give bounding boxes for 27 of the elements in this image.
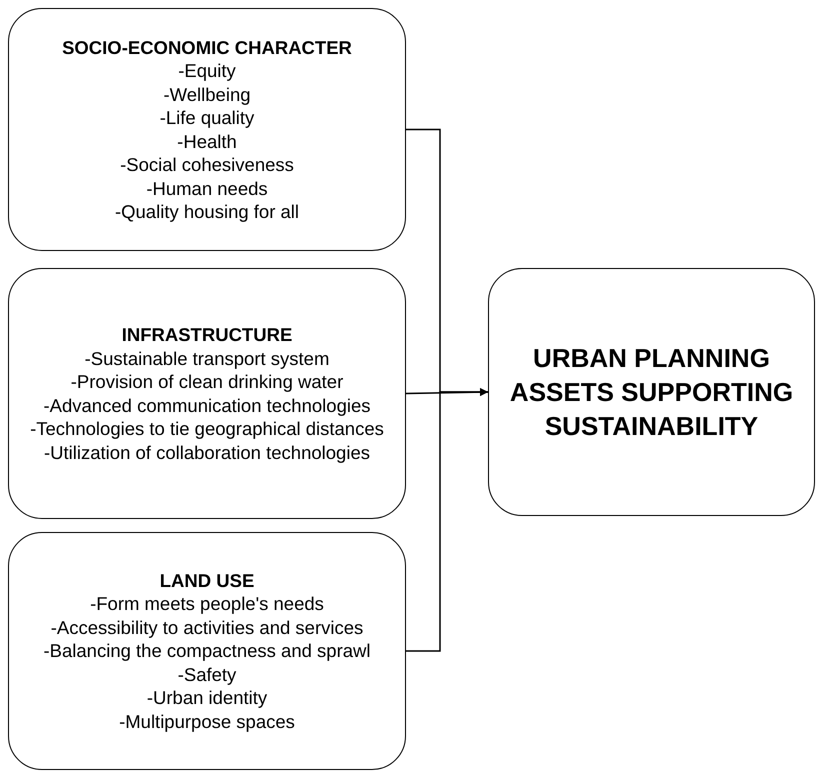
rounded-box (8, 532, 406, 770)
list-item: -Balancing the compactness and sprawl (42, 639, 372, 663)
list-item: -Advanced communication technologies (42, 394, 372, 417)
list-item: -Social cohesiveness (119, 153, 295, 176)
list-item: -Urban identity (146, 686, 268, 710)
list-item: -Wellbeing (162, 82, 252, 106)
list-item: -Human needs (145, 176, 269, 200)
list-item: -Multipurpose spaces (118, 710, 296, 734)
rounded-box (8, 8, 406, 251)
box-heading: LAND USE (158, 568, 256, 592)
rounded-box (8, 268, 406, 519)
list-item: -Provision of clean drinking water (70, 370, 344, 394)
list-item: -Safety (176, 662, 238, 686)
box-heading: SOCIO-ECONOMIC CHARACTER (61, 36, 353, 59)
list-item: -Equity (177, 59, 237, 82)
list-item: -Technologies to tie geographical distances (29, 417, 385, 440)
list-item: -Form meets people's needs (89, 592, 325, 616)
box-title: URBAN PLANNING ASSETS SUPPORTING SUSTAINABILITY (508, 342, 794, 443)
list-item: -Sustainable transport system (84, 346, 330, 370)
box-heading: INFRASTRUCTURE (120, 323, 294, 346)
list-item: -Health (176, 130, 238, 153)
connector-arrow (406, 388, 488, 652)
list-item: -Utilization of collaboration technologies (43, 440, 371, 464)
rounded-box (488, 268, 815, 516)
list-item: -Accessibility to activities and services (50, 616, 364, 640)
list-item: -Life quality (158, 106, 256, 130)
list-item: -Quality housing for all (114, 200, 300, 224)
